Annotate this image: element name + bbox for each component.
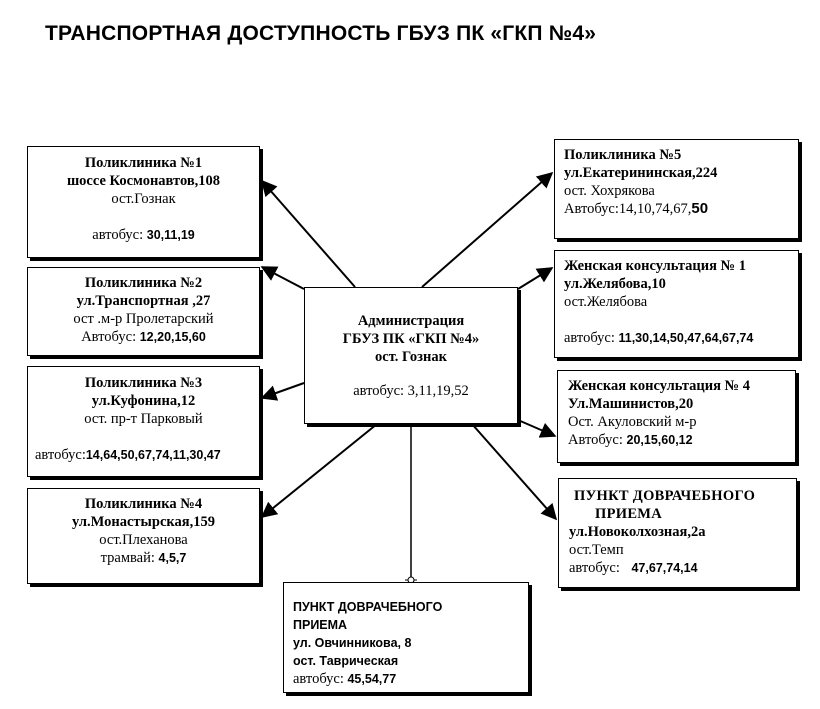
administration-box: Администрация ГБУЗ ПК «ГКП №4» ост. Гозн… [304, 287, 518, 424]
pdp-bottom-box: ПУНКТ ДОВРАЧЕБНОГО ПРИЕМА ул. Овчинников… [283, 582, 529, 693]
polyclinic-1-name: Поликлиника №1 [84, 155, 203, 171]
womens-consultation-4-name: Женская консультация № 4 [568, 378, 751, 394]
polyclinic-3-name: Поликлиника №3 [84, 375, 203, 391]
pdp-right-routes: 47,67,74,14 [631, 561, 698, 575]
pdp-bottom-address: ул. Овчинникова, 8 [293, 636, 412, 650]
polyclinic-3-transport: автобус:14,64,50,67,74,11,30,47 [28, 446, 259, 464]
pdp-bottom-stop: ост. Таврическая [293, 654, 399, 668]
womens-consultation-1-box: Женская консультация № 1 ул.Желябова,10 … [554, 250, 799, 358]
polyclinic-5-transport: Автобус:14,10,74,67,50 [564, 200, 798, 218]
polyclinic-4-name: Поликлиника №4 [84, 496, 203, 512]
polyclinic-5-stop: ост. Хохрякова [564, 183, 655, 199]
polyclinic-3-address: ул.Куфонина,12 [91, 393, 196, 409]
womens-consultation-4-address: Ул.Машинистов,20 [568, 396, 694, 412]
polyclinic-3-stop: ост. пр-т Парковый [84, 411, 203, 427]
administration-transport: автобус: 3,11,19,52 [353, 383, 469, 399]
arrow-to-polyclinic-2 [260, 266, 305, 290]
polyclinic-4-address: ул.Монастырская,159 [72, 514, 215, 530]
womens-consultation-1-stop: ост.Желябова [564, 294, 648, 310]
womens-consultation-4-transport-label: Автобус: [568, 432, 623, 448]
womens-consultation-1-transport-label: автобус: [564, 330, 615, 346]
pdp-right-box: ПУНКТ ДОВРАЧЕБНОГО ПРИЕМА ул.Новоколхозн… [558, 478, 797, 588]
polyclinic-2-name: Поликлиника №2 [84, 275, 203, 291]
pdp-right-address: ул.Новоколхозная,2а [569, 524, 706, 540]
polyclinic-4-transport: трамвай: 4,5,7 [28, 549, 259, 567]
polyclinic-5-transport-label: Автобус:14,10,74,67, [564, 201, 692, 217]
administration-org: ГБУЗ ПК «ГКП №4» [342, 331, 480, 347]
administration-stop: ост. Гознак [375, 349, 447, 365]
pdp-bottom-transport-label: автобус: [293, 671, 344, 687]
arrow-to-womens-1 [517, 267, 554, 290]
polyclinic-4-transport-label: трамвай: [100, 550, 155, 566]
arrow-to-womens-4 [517, 419, 557, 438]
pdp-right-stop: ост.Темп [569, 542, 624, 558]
arrow-to-polyclinic-5 [421, 171, 554, 288]
arrow-to-pdp-right [471, 423, 558, 521]
womens-consultation-1-name: Женская консультация № 1 [564, 258, 747, 274]
polyclinic-1-transport-label: автобус: [92, 227, 144, 243]
womens-consultation-4-routes: 20,15,60,12 [626, 433, 693, 447]
polyclinic-4-stop: ост.Плеханова [99, 532, 188, 548]
polyclinic-5-address: ул.Екатерининская,224 [564, 165, 718, 181]
polyclinic-1-transport: автобус: 30,11,19 [28, 226, 259, 244]
polyclinic-2-transport: Автобус: 12,20,15,60 [28, 328, 259, 346]
arrow-to-polyclinic-4 [260, 423, 378, 519]
womens-consultation-4-stop: Ост. Акуловский м-р [568, 414, 697, 430]
pdp-bottom-transport: автобус: 45,54,77 [293, 670, 528, 688]
polyclinic-4-routes: 4,5,7 [158, 551, 187, 565]
womens-consultation-1-address: ул.Желябова,10 [564, 276, 666, 292]
womens-consultation-1-transport: автобус: 11,30,14,50,47,64,67,74 [564, 329, 798, 347]
polyclinic-2-address: ул.Транспортная ,27 [76, 293, 211, 309]
pdp-right-transport-label: автобус: [569, 560, 620, 576]
polyclinic-3-routes: 14,64,50,67,74,11,30,47 [85, 448, 221, 462]
pdp-right-name-line2: ПРИЕМА [595, 506, 663, 522]
polyclinic-5-box: Поликлиника №5 ул.Екатерининская,224 ост… [554, 139, 799, 239]
polyclinic-1-routes: 30,11,19 [146, 228, 195, 242]
pdp-right-transport: автобус: 47,67,74,14 [569, 559, 796, 577]
polyclinic-2-box: Поликлиника №2 ул.Транспортная ,27 ост .… [27, 267, 260, 356]
polyclinic-5-routes: 50 [691, 200, 709, 217]
polyclinic-1-stop: ост.Гознак [111, 191, 176, 207]
polyclinic-1-address: шоссе Космонавтов,108 [66, 173, 221, 189]
arrow-to-polyclinic-1 [260, 179, 356, 288]
page-title: ТРАНСПОРТНАЯ ДОСТУПНОСТЬ ГБУЗ ПК «ГКП №4… [45, 22, 597, 45]
pdp-bottom-name-line1: ПУНКТ ДОВРАЧЕБНОГО [293, 600, 443, 614]
polyclinic-3-box: Поликлиника №3 ул.Куфонина,12 ост. пр-т … [27, 366, 260, 477]
polyclinic-2-routes: 12,20,15,60 [139, 330, 206, 344]
polyclinic-3-transport-label: автобус: [35, 447, 86, 463]
polyclinic-1-box: Поликлиника №1 шоссе Космонавтов,108 ост… [27, 146, 260, 258]
pdp-right-name-line1: ПУНКТ ДОВРАЧЕБНОГО [574, 488, 756, 504]
polyclinic-2-stop: ост .м-р Пролетарский [73, 311, 214, 327]
pdp-bottom-name-line2: ПРИЕМА [293, 618, 348, 632]
polyclinic-5-name: Поликлиника №5 [564, 147, 682, 163]
pdp-bottom-routes: 45,54,77 [347, 672, 397, 686]
womens-consultation-4-box: Женская консультация № 4 Ул.Машинистов,2… [557, 370, 796, 463]
polyclinic-4-box: Поликлиника №4 ул.Монастырская,159 ост.П… [27, 488, 260, 584]
polyclinic-2-transport-label: Автобус: [81, 329, 137, 345]
womens-consultation-4-transport: Автобус: 20,15,60,12 [568, 431, 795, 449]
arrow-to-polyclinic-3 [260, 382, 305, 401]
womens-consultation-1-routes: 11,30,14,50,47,64,67,74 [618, 331, 754, 345]
administration-title: Администрация [357, 313, 465, 329]
